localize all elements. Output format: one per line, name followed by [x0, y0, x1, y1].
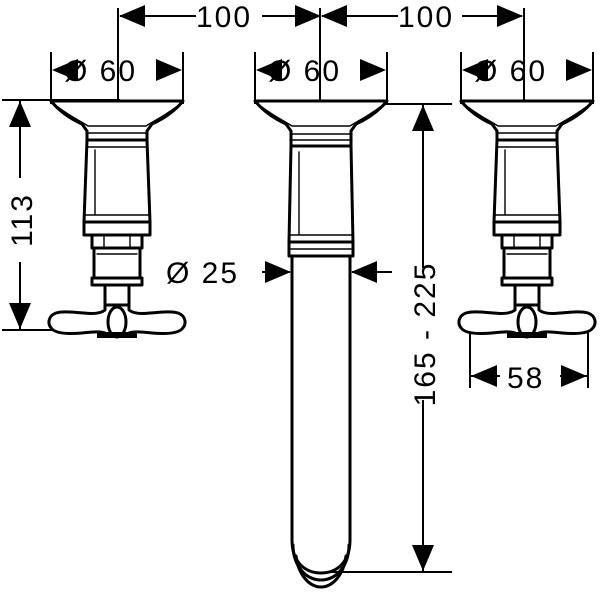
right-stem [513, 283, 541, 307]
spacing-dimension-group: 100 100 [117, 1, 525, 100]
handle-width-dimension: 58 [469, 322, 589, 395]
dim58-arrow-left [471, 365, 497, 387]
left-escutcheon [49, 99, 185, 142]
dimension-label-spacing-left: 100 [196, 1, 252, 34]
dim113-arrow-bottom [9, 303, 31, 329]
arrow-left-inner [295, 5, 321, 27]
right-barrel [492, 138, 562, 224]
center-spout-tube [290, 254, 352, 575]
left-stem [103, 283, 131, 307]
dia60-right-arrow-b [566, 59, 592, 81]
handle-height-dimension: 113 [2, 99, 120, 331]
left-barrel [82, 138, 152, 224]
dia60-left-arrow-b [156, 59, 182, 81]
dimension-label-rosette-left: Ø 60 [64, 55, 137, 88]
right-lower-ring [500, 276, 554, 287]
center-escutcheon [253, 99, 389, 148]
dimension-label-rosette-center: Ø 60 [268, 55, 341, 88]
dimension-label-spout-height: 165 - 225 [409, 262, 442, 407]
right-escutcheon [459, 99, 595, 142]
dia60-center-arrow-b [360, 59, 386, 81]
rosette-left-diameter-dimension: Ø 60 [50, 52, 184, 104]
left-lower-ring [90, 276, 144, 287]
dimension-label-spacing-right: 100 [398, 1, 454, 34]
dim58-arrow-right [561, 365, 587, 387]
arrow-right-inner [321, 5, 347, 27]
dimension-label-rosette-right: Ø 60 [474, 55, 547, 88]
dim113-arrow-top [9, 101, 31, 127]
right-cross-handle-valve [457, 99, 597, 339]
spout-height-dimension: 165 - 225 [330, 103, 452, 573]
center-spout [253, 99, 389, 589]
dimension-label-handle-height: 113 [6, 193, 39, 247]
dimension-label-handle-width: 58 [507, 362, 544, 395]
right-escutcheon-inner-line [467, 106, 587, 127]
right-nut [500, 233, 554, 250]
dia60-left-arrow-a [52, 59, 78, 81]
dimension-label-spout-diameter: Ø 25 [166, 257, 239, 290]
dim165-arrow-top [412, 105, 434, 131]
rosette-right-diameter-dimension: Ø 60 [460, 52, 594, 104]
arrow-right-outer [497, 5, 523, 27]
right-lower-cylinder [502, 246, 552, 280]
left-collar [82, 220, 152, 237]
dim25-arrow-left [265, 261, 291, 283]
right-handle-base-shadow [507, 332, 547, 338]
center-spout-outlet-ring-2 [294, 554, 348, 589]
spout-diameter-dimension: Ø 25 [166, 257, 392, 290]
arrow-left-outer [119, 5, 145, 27]
center-escutcheon-inner-line [261, 106, 381, 127]
dia60-center-arrow-a [256, 59, 282, 81]
rosette-center-diameter-dimension: Ø 60 [254, 52, 388, 104]
dia60-right-arrow-a [462, 59, 488, 81]
left-handle-base-shadow [97, 332, 137, 338]
dim165-arrow-bottom [412, 545, 434, 571]
left-escutcheon-inner-line [57, 106, 177, 127]
right-collar [492, 220, 562, 237]
dim25-arrow-right [351, 261, 377, 283]
left-cross-handle-valve [47, 99, 187, 339]
left-nut [90, 233, 144, 250]
left-lower-cylinder [92, 246, 142, 280]
